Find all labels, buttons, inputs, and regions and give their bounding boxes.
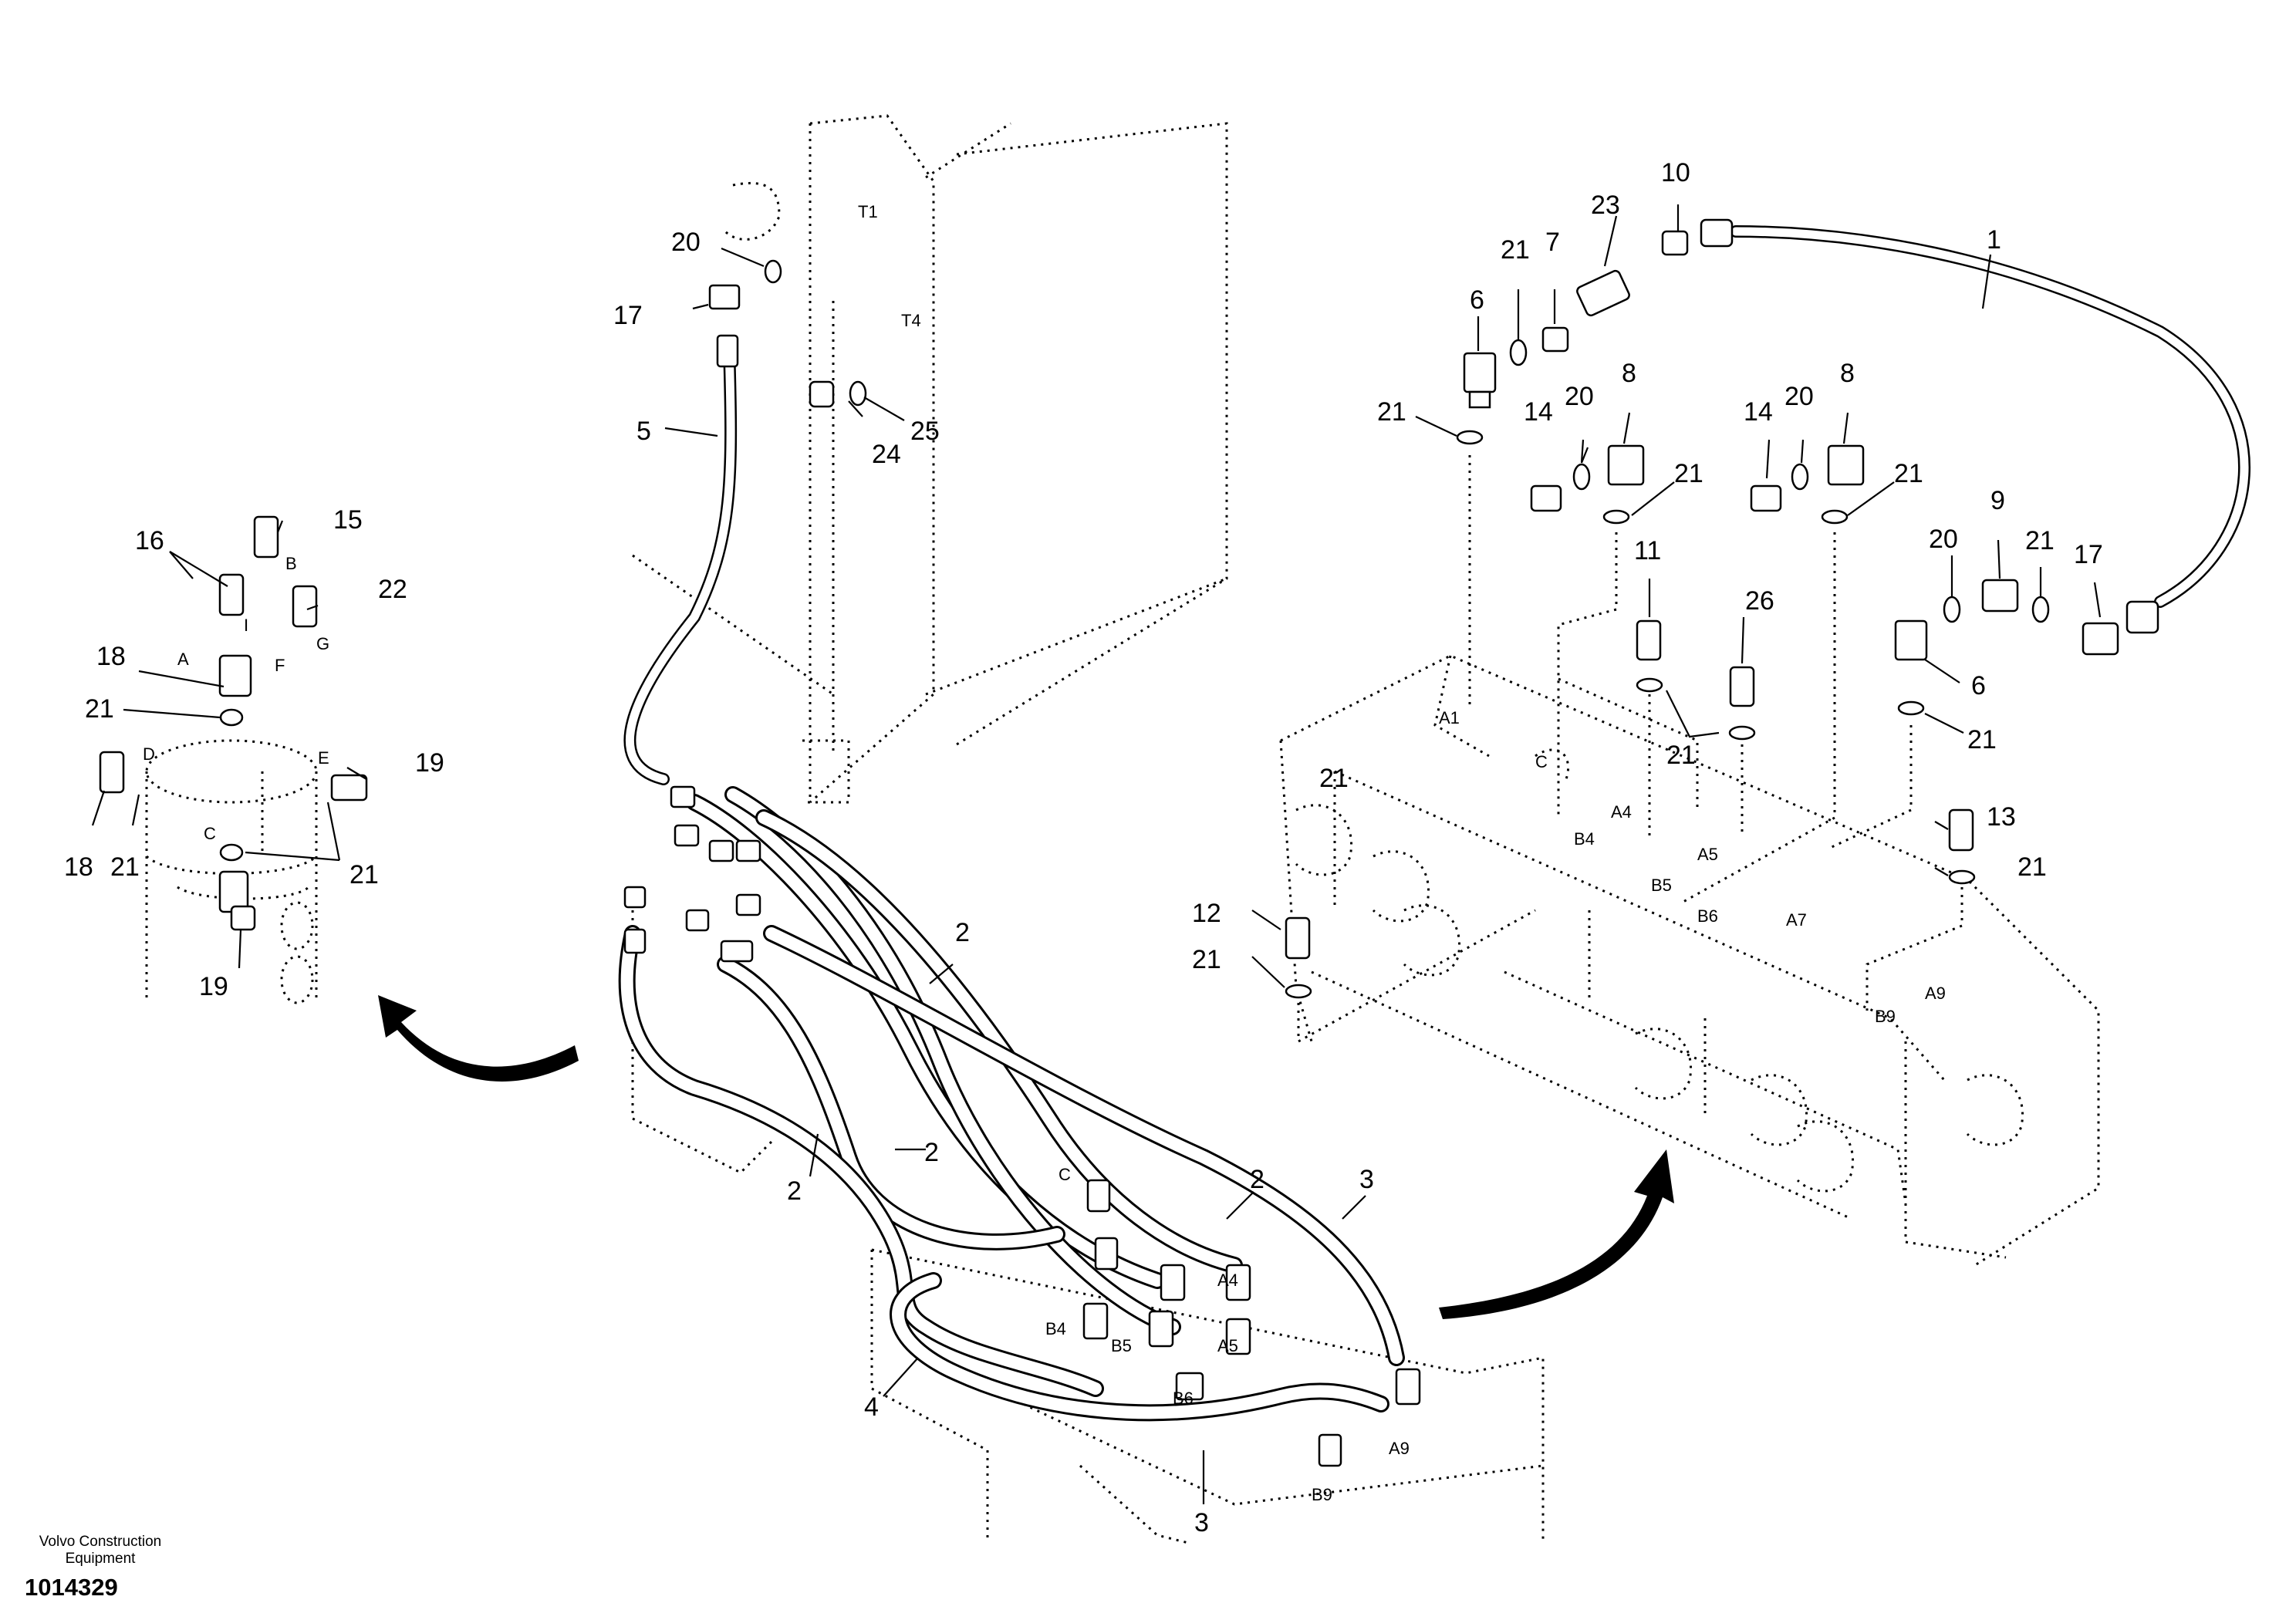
callout-21: 21 [1377,397,1406,427]
callout-24: 24 [872,440,901,469]
callout-21: 21 [1967,725,1997,754]
callout-9: 9 [1990,486,2005,515]
callout-2: 2 [787,1176,802,1206]
company-name: Volvo Construction Equipment [39,1534,162,1567]
callout-21: 21 [1666,741,1696,770]
port-label: C [1059,1165,1071,1184]
arrow-right-icon [1439,1149,1674,1319]
document-number: 1014329 [25,1574,118,1601]
callout-21: 21 [1192,945,1221,974]
tank-outline [632,114,1228,804]
leader-lines [91,204,2102,1504]
callout-25: 25 [910,417,940,446]
port-label: B5 [1111,1336,1132,1355]
callout-2: 2 [924,1138,939,1167]
callout-20: 20 [1929,525,1958,554]
callout-16: 16 [135,526,164,555]
port-label: A9 [1389,1439,1410,1458]
port-label: T4 [901,311,921,330]
callout-19: 19 [415,748,444,778]
callout-21: 21 [349,860,379,889]
callout-6: 6 [1470,285,1484,315]
callout-22: 22 [378,575,407,604]
port-labels: T1 T4 A B I F G D E C A1 C A4 B4 A5 B5 B… [143,202,1946,1504]
port-label: F [275,656,285,675]
port-label: I [244,616,248,635]
callout-2: 2 [955,918,970,947]
port-label: A5 [1697,845,1718,864]
callout-4: 4 [864,1392,879,1422]
callout-18: 18 [96,642,126,671]
callout-21: 21 [85,694,114,724]
callout-10: 10 [1661,158,1690,187]
port-label: B5 [1651,876,1672,895]
port-label: B4 [1045,1319,1066,1338]
swivel-block-left [145,739,318,1004]
port-label: G [316,634,329,653]
callout-2: 2 [1250,1165,1264,1194]
callout-21: 21 [2025,526,2055,555]
callout-7: 7 [1545,228,1560,257]
callout-21: 21 [110,852,140,882]
port-label: A4 [1611,802,1632,822]
connection-lines [1297,455,1963,1044]
port-label: A9 [1925,984,1946,1003]
callout-12: 12 [1192,899,1221,928]
callout-20: 20 [671,228,701,257]
callout-11: 11 [1634,536,1661,565]
callout-20: 20 [1784,382,1814,411]
fittings [99,218,2159,1467]
callout-1: 1 [1987,225,2001,255]
port-label: A [177,650,189,669]
port-label: C [204,824,216,843]
callout-14: 14 [1744,397,1773,427]
callout-14: 14 [1524,397,1553,427]
callout-23: 23 [1591,191,1620,220]
callout-labels: 1 2 2 2 2 3 3 4 5 6 6 7 8 8 9 10 11 12 1… [64,158,2103,1537]
curved-arrows [378,995,1674,1319]
port-label: D [143,744,155,764]
port-label: E [318,748,329,768]
hoses [618,225,2251,1422]
port-label: B [285,554,297,573]
port-label: B6 [1173,1389,1194,1408]
port-label: B9 [1875,1007,1896,1026]
callout-15: 15 [333,505,363,535]
callout-21: 21 [1501,235,1530,265]
callout-21: 21 [1319,764,1349,793]
callout-17: 17 [613,301,643,330]
callout-20: 20 [1565,382,1594,411]
port-label: B4 [1574,829,1595,849]
main-valve-center-outline [631,910,1545,1544]
port-label: A4 [1217,1271,1238,1290]
callout-21: 21 [1674,459,1703,488]
port-label: B6 [1697,906,1718,926]
callout-8: 8 [1622,359,1636,388]
callout-21: 21 [2017,852,2047,882]
callout-19: 19 [199,972,228,1001]
port-label: C [1535,752,1548,771]
callout-17: 17 [2074,540,2103,569]
callout-6: 6 [1971,671,1986,700]
arrow-left-icon [378,995,579,1082]
port-label: T1 [858,202,878,221]
port-label: A7 [1786,910,1807,930]
callout-21: 21 [1894,459,1923,488]
port-label: A1 [1439,708,1460,727]
port-label: A5 [1217,1336,1238,1355]
callout-5: 5 [636,417,651,446]
port-label: B9 [1312,1485,1332,1504]
callout-26: 26 [1745,586,1774,616]
callout-3: 3 [1194,1508,1209,1537]
callout-3: 3 [1359,1165,1374,1194]
callout-18: 18 [64,852,93,882]
callout-13: 13 [1987,802,2016,832]
callout-8: 8 [1840,359,1855,388]
